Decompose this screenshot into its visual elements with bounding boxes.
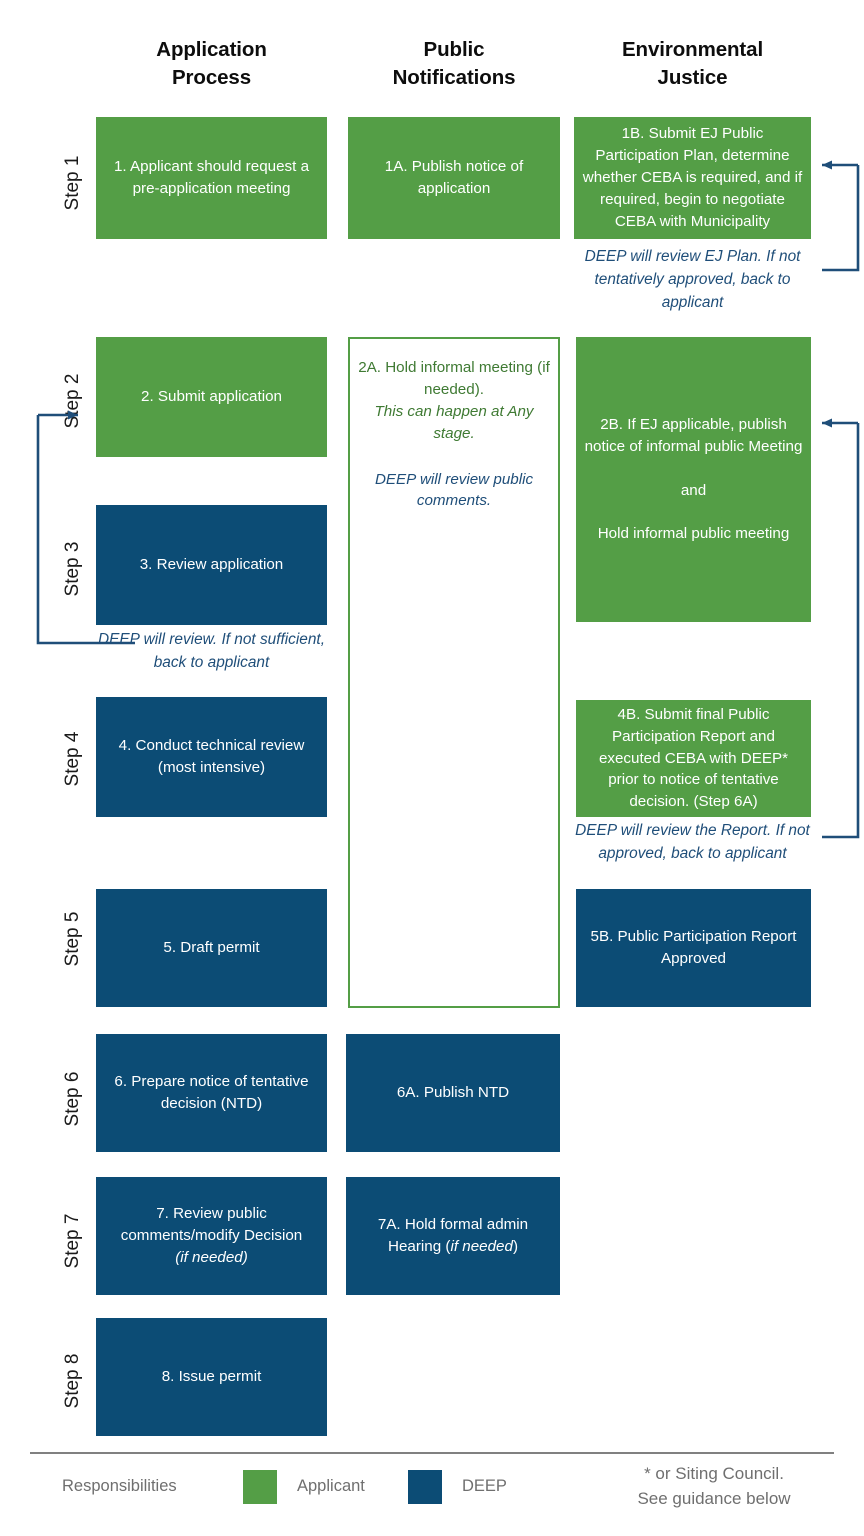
box-2-label: 2. Submit application [141, 388, 282, 406]
step-label-1: Step 1 [62, 155, 83, 211]
column-header-line2: Justice [657, 66, 728, 90]
box-1b-label: 1B. Submit EJ Public Participation Plan,… [582, 125, 803, 230]
box-1a-label: 1A. Publish notice of application [384, 158, 524, 197]
legend-swatch-deep [408, 1470, 442, 1504]
column-header-line1: Application [156, 38, 267, 61]
note-deep-review-ej-plan: DEEP will review EJ Plan. If not tentati… [584, 248, 801, 311]
step-label-4: Step 4 [62, 731, 83, 787]
box-2b-spacer-1 [584, 458, 803, 480]
box-6-prepare-notice-tentative-decision[interactable]: 6. Prepare notice of tentative decision … [96, 1034, 327, 1152]
box-2b-line3: Hold informal public meeting [597, 525, 790, 543]
legend-label-applicant: Applicant [297, 1477, 365, 1495]
column-header-line2: Notifications [392, 66, 516, 90]
box-4b-label: 4B. Submit final Public Participation Re… [598, 705, 789, 811]
box-2a-spacer [358, 445, 550, 469]
box-4-label: 4. Conduct technical review (most intens… [118, 737, 305, 776]
box-7-line1: 7. Review public comments/modify Decisio… [120, 1205, 303, 1245]
box-4b-submit-final-participation-report[interactable]: 4B. Submit final Public Participation Re… [576, 700, 811, 817]
step-label-7: Step 7 [62, 1213, 83, 1269]
step-label-6: Step 6 [62, 1071, 83, 1127]
box-1-applicant-pre-application-meeting[interactable]: 1. Applicant should request a pre-applic… [96, 117, 327, 239]
note-deep-review-application: DEEP will review. If not sufficient, bac… [98, 631, 325, 671]
box-2a-line1: 2A. Hold informal meeting (if needed). [358, 359, 550, 398]
step-label-3: Step 3 [62, 541, 83, 597]
legend-divider [30, 1452, 834, 1454]
box-5b-label: 5B. Public Participation Report Approved [590, 928, 797, 967]
box-7a-italic: if needed [450, 1238, 513, 1255]
box-2a-deep-note: DEEP will review public comments. [374, 470, 534, 510]
box-8-issue-permit[interactable]: 8. Issue permit [96, 1318, 327, 1436]
column-header-application-process: Application Process [96, 36, 327, 93]
box-2b-spacer-2 [584, 501, 803, 523]
legend-footnote: * or Siting Council. See guidance below [592, 1462, 836, 1511]
box-2b-line1: 2B. If EJ applicable, publish notice of … [584, 415, 803, 455]
box-7a-hold-formal-admin-hearing[interactable]: 7A. Hold formal admin Hearing (if needed… [346, 1177, 560, 1295]
box-2a-hold-informal-meeting[interactable]: 2A. Hold informal meeting (if needed). T… [348, 337, 560, 1008]
connector-arrow-participation-report-loop [822, 418, 860, 839]
legend-swatch-applicant [243, 1470, 277, 1504]
box-1a-publish-notice-of-application[interactable]: 1A. Publish notice of application [348, 117, 560, 239]
box-7-line2: (if needed) [175, 1248, 248, 1266]
legend-title: Responsibilities [62, 1477, 177, 1495]
box-6-label: 6. Prepare notice of tentative decision … [114, 1073, 309, 1112]
step-label-2: Step 2 [62, 373, 83, 429]
box-5-label: 5. Draft permit [163, 939, 260, 957]
column-header-environmental-justice: Environmental Justice [574, 36, 811, 93]
box-4-conduct-technical-review[interactable]: 4. Conduct technical review (most intens… [96, 697, 327, 817]
box-2b-publish-notice-informal-public-meeting[interactable]: 2B. If EJ applicable, publish notice of … [576, 337, 811, 622]
box-5-draft-permit[interactable]: 5. Draft permit [96, 889, 327, 1007]
box-7-review-public-comments-modify-decision[interactable]: 7. Review public comments/modify Decisio… [96, 1177, 327, 1295]
legend-label-deep: DEEP [462, 1477, 507, 1495]
step-label-8: Step 8 [62, 1353, 83, 1409]
box-2a-line2: This can happen at Any stage. [374, 402, 534, 442]
column-header-line2: Process [171, 66, 252, 90]
box-8-label: 8. Issue permit [161, 1368, 262, 1386]
legend-footnote-line1: * or Siting Council. [644, 1464, 784, 1483]
connector-arrow-ej-plan-loop [822, 160, 860, 272]
column-header-line1: Environmental [621, 38, 764, 61]
box-1-label: 1. Applicant should request a pre-applic… [113, 158, 310, 197]
box-2b-line2: and [680, 481, 707, 499]
box-5b-public-participation-report-approved[interactable]: 5B. Public Participation Report Approved [576, 889, 811, 1007]
note-deep-review-report: DEEP will review the Report. If not appr… [575, 822, 810, 862]
box-7a-line1: 7A. Hold formal admin Hearing ( [377, 1216, 529, 1255]
column-header-line1: Public [423, 38, 485, 61]
box-6a-label: 6A. Publish NTD [396, 1084, 510, 1102]
box-1b-submit-ej-public-participation-plan[interactable]: 1B. Submit EJ Public Participation Plan,… [574, 117, 811, 239]
legend-footnote-line2: See guidance below [637, 1488, 791, 1508]
box-3-label: 3. Review application [139, 556, 284, 574]
step-label-5: Step 5 [62, 911, 83, 967]
box-3-review-application[interactable]: 3. Review application [96, 505, 327, 625]
box-2-submit-application[interactable]: 2. Submit application [96, 337, 327, 457]
box-7a-line2: ) [512, 1238, 519, 1255]
column-header-public-notifications: Public Notifications [348, 36, 560, 93]
box-6a-publish-ntd[interactable]: 6A. Publish NTD [346, 1034, 560, 1152]
